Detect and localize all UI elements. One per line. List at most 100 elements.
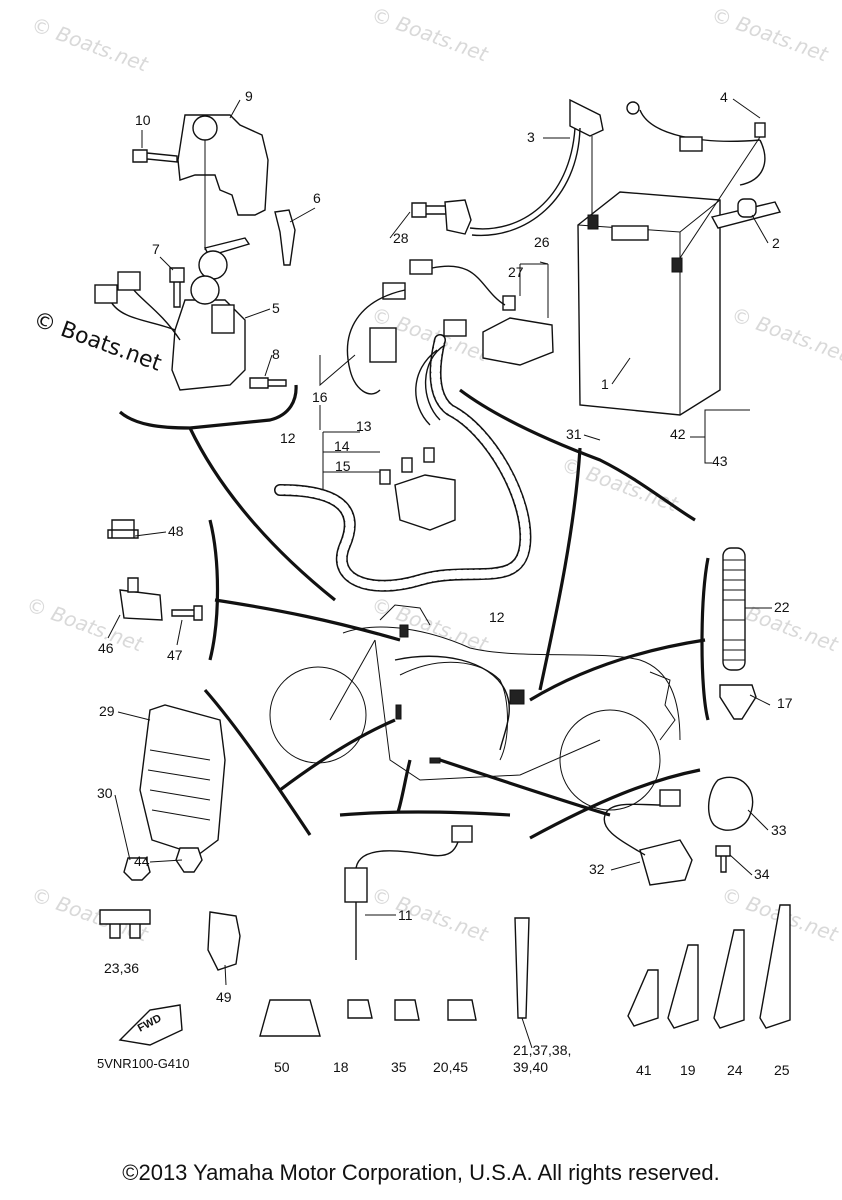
battery-cable: [469, 127, 576, 230]
nut: [123, 857, 151, 881]
fwd-arrow: FWD: [118, 1004, 183, 1046]
sensor: [119, 589, 163, 621]
main-switch-group: [94, 114, 296, 391]
battery-group: [346, 98, 782, 416]
coupler: [659, 789, 681, 807]
battery-cable: [471, 127, 581, 237]
rectifier-group: [123, 688, 396, 881]
clamp: [99, 909, 151, 939]
callout-20-45: 20,45: [433, 1059, 468, 1075]
fuse-box: [394, 474, 456, 531]
assembly-line: [679, 136, 761, 259]
callout-18: 18: [333, 1059, 349, 1075]
handlebar: [379, 604, 431, 626]
screw: [249, 377, 287, 389]
switch-connector: [211, 304, 235, 334]
battery: [577, 191, 721, 416]
bike-outline: [269, 604, 681, 811]
switch-cylinder: [190, 275, 220, 305]
cable-tie: [514, 917, 530, 1019]
callout-12: 12: [489, 609, 505, 625]
watermark: © Boats.net: [708, 2, 832, 67]
callout-42: 42: [670, 426, 686, 442]
fwd-arrow-shape: [118, 1004, 183, 1046]
speed-sensor: [639, 839, 693, 886]
callout-30: 30: [97, 785, 113, 801]
bolt: [411, 202, 449, 218]
key-ring: [198, 250, 228, 280]
watermark: © Boats.net: [28, 12, 152, 77]
callout-19: 19: [680, 1062, 696, 1078]
fuse: [423, 447, 435, 463]
switch-coupler: [94, 284, 118, 304]
clamp: [719, 684, 757, 720]
part-labels: 1 2 3 4 5 6 7 8 9 10 11 12 12 13 14 15 1…: [97, 88, 793, 1078]
callout-15: 15: [335, 458, 351, 474]
leader-line: [439, 758, 611, 817]
callout-3: 3: [527, 129, 535, 145]
stud-threads: [723, 559, 745, 661]
harness-connector: [509, 689, 525, 705]
harness-connector: [399, 624, 409, 638]
relay-fuse: [502, 295, 516, 311]
callout-23-36: 23,36: [104, 960, 139, 976]
battery-cap: [569, 98, 604, 137]
callout-11: 11: [398, 907, 413, 923]
callout-12: 12: [280, 430, 296, 446]
harness-coupler: [409, 259, 433, 275]
callout-47: 47: [167, 647, 183, 663]
callout-49: 49: [216, 989, 232, 1005]
callout-panel: [339, 810, 511, 817]
wire: [415, 349, 438, 426]
leader-line: [529, 638, 706, 702]
callout-39-40: 39,40: [513, 1059, 548, 1075]
harness-path: [394, 655, 510, 751]
sensor-stem: [127, 577, 139, 593]
callout-7: 7: [152, 241, 160, 257]
rear-fender: [649, 671, 676, 741]
callout-10: 10: [135, 112, 151, 128]
callout-panel: [459, 388, 696, 522]
bracket-hole: [192, 115, 218, 141]
battery-terminal: [671, 257, 683, 273]
lead-coupler: [679, 136, 703, 152]
ties-group: [259, 904, 791, 1037]
neutral-switch-group: [339, 759, 511, 960]
callout-5: 5: [272, 300, 280, 316]
starter-relay: [482, 317, 554, 366]
battery-label-area: [611, 225, 649, 241]
neutral-switch: [344, 867, 368, 903]
callout-46: 46: [98, 640, 114, 656]
callout-9: 9: [245, 88, 253, 104]
stud: [722, 547, 746, 671]
frame: [329, 639, 601, 781]
boot: [707, 776, 754, 831]
neutral-switch-wire: [355, 841, 459, 869]
label-leaders: [107, 98, 772, 1049]
long-tie: [759, 904, 791, 1029]
wire: [424, 344, 446, 421]
leader-line: [188, 427, 336, 602]
watermark: © Boats.net: [728, 302, 842, 367]
callout-41: 41: [636, 1062, 652, 1078]
callout-6: 6: [313, 190, 321, 206]
callout-13: 13: [356, 418, 372, 434]
callout-panel: [529, 768, 701, 840]
callout-21-37-38: 21,37,38,: [513, 1042, 571, 1058]
callout-2: 2: [772, 235, 780, 251]
callout-panel: [208, 519, 220, 661]
long-tie: [627, 969, 659, 1027]
clamp: [207, 911, 241, 971]
leader-line: [279, 718, 396, 792]
callout-24: 24: [727, 1062, 743, 1078]
battery-terminal: [587, 214, 599, 230]
wire: [346, 289, 406, 395]
callout-27: 27: [508, 264, 524, 280]
watermark: © Boats.net: [368, 882, 492, 947]
callout-32: 32: [589, 861, 605, 877]
callout-8: 8: [272, 346, 280, 362]
coupler: [451, 825, 473, 843]
harness-wrap: [275, 335, 530, 591]
stud-group: [529, 547, 757, 721]
